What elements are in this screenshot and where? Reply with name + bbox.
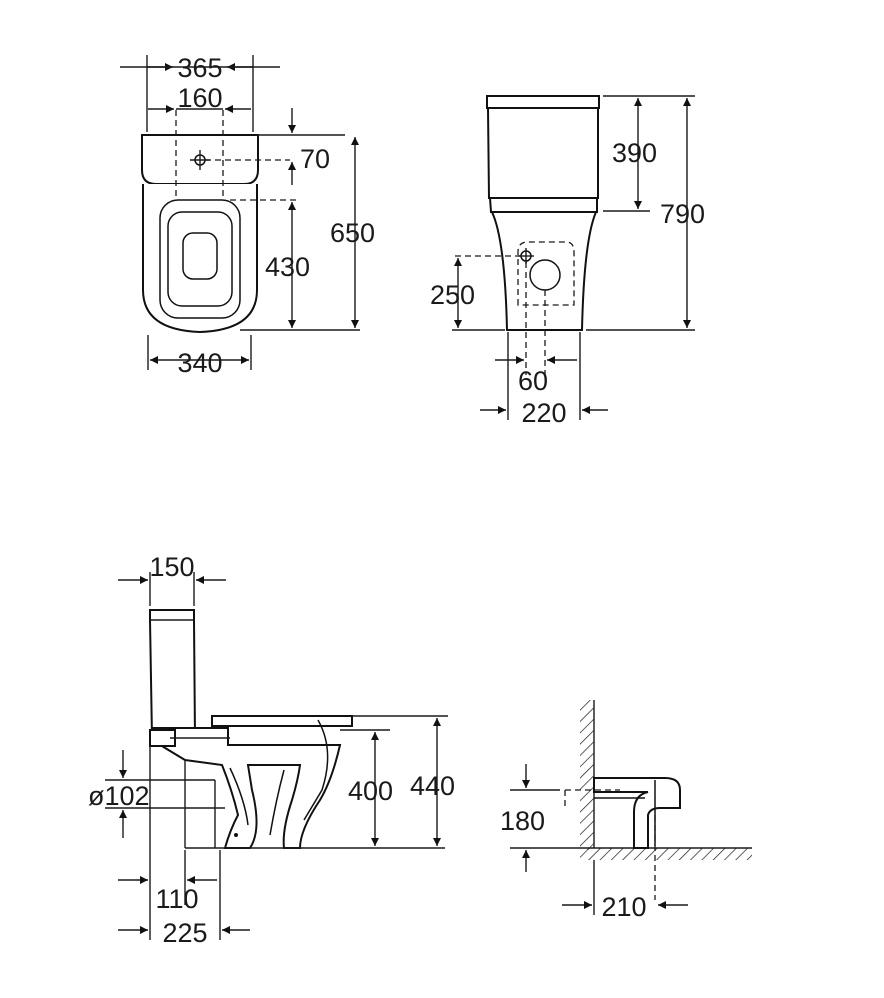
side-view-flush-lever — [149, 729, 176, 747]
top-view: 365 160 70 430 650 340 — [120, 53, 375, 378]
front-view-cistern-body — [486, 107, 599, 199]
top-overall-width-label: 365 — [177, 53, 222, 83]
side-outlet-setback-label: 110 — [155, 884, 198, 914]
front-overall-height-label: 790 — [660, 199, 705, 229]
side-outlet-diameter-label: ø102 — [88, 781, 150, 811]
front-view-cistern-lid — [486, 95, 600, 109]
side-rear-setback-label: 225 — [162, 918, 207, 948]
floor-hatch — [580, 848, 752, 860]
side-view: 150 ø102 400 440 110 225 — [88, 552, 455, 948]
front-cistern-height-label: 390 — [612, 138, 657, 168]
top-view-seat-outline — [159, 199, 241, 319]
side-seat-height-label: 400 — [348, 776, 393, 806]
front-view-pedestal — [490, 211, 598, 331]
connection-detail: 180 210 — [500, 700, 752, 922]
top-inlet-spacing-label: 160 — [177, 83, 222, 113]
connection-pipe — [593, 777, 681, 849]
front-outlet-height-label: 250 — [430, 280, 475, 310]
top-view-bowl-outline — [142, 184, 258, 334]
side-view-bowl — [151, 727, 342, 849]
top-base-width-label: 340 — [177, 348, 222, 378]
side-cistern-depth-label: 150 — [149, 552, 194, 582]
wall-hatch — [580, 700, 594, 850]
connection-wall-offset-label: 210 — [601, 892, 646, 922]
top-view-flush-opening — [182, 232, 218, 280]
top-overall-depth-label: 650 — [330, 218, 375, 248]
side-rim-height-label: 440 — [410, 771, 455, 801]
connection-outlet-height-label: 180 — [500, 806, 545, 836]
side-view-trapway — [229, 767, 285, 836]
front-base-width-label: 220 — [521, 398, 566, 428]
front-outlet-offset-label: 60 — [518, 366, 548, 396]
side-view-cistern — [149, 609, 197, 739]
front-view-cistern-base — [488, 197, 598, 213]
top-inlet-to-front-label: 430 — [265, 252, 310, 282]
top-view-bowl-opening — [167, 211, 233, 307]
side-view-inner-curve — [303, 719, 329, 821]
top-inlet-offset-label: 70 — [300, 144, 330, 174]
front-view: 390 790 250 60 220 — [430, 95, 705, 428]
side-view-seat — [211, 715, 353, 727]
